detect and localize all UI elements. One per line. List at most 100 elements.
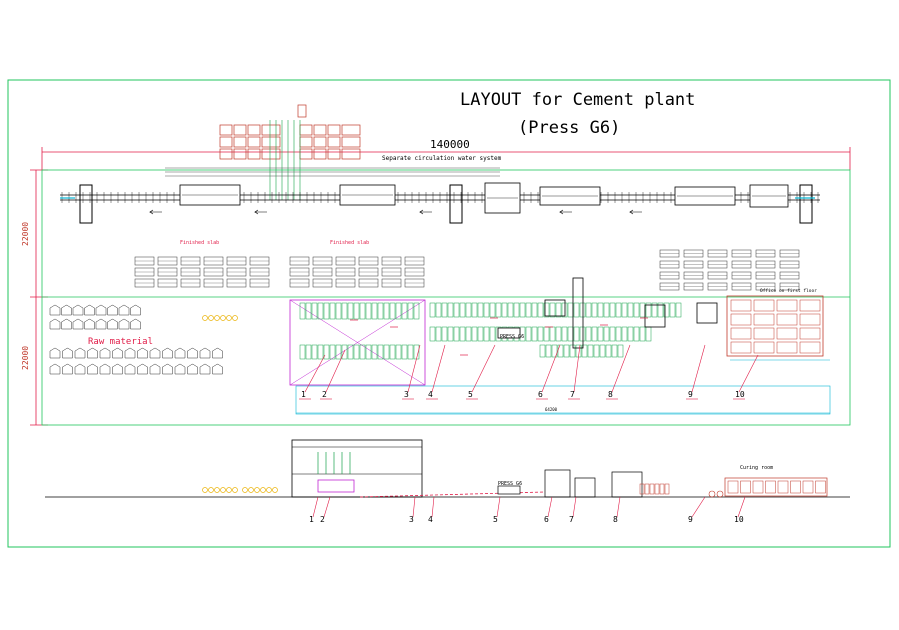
silo [62, 347, 73, 359]
silo [49, 363, 61, 375]
callout-leader [573, 344, 581, 393]
conveyor-cell [401, 302, 408, 320]
conveyor-cell [537, 326, 544, 342]
mixing-tower [291, 439, 423, 498]
office-rack [753, 299, 775, 312]
silo [130, 304, 141, 316]
conveyor-cell [335, 344, 342, 360]
conveyor-cell [413, 302, 420, 320]
office-rack [730, 313, 752, 326]
callout-leader [304, 354, 326, 393]
storage-rack [299, 124, 313, 136]
conveyor-cell [605, 344, 612, 358]
silo [124, 363, 136, 375]
conveyor-cell [633, 302, 640, 318]
support-column [449, 184, 463, 224]
silo [49, 347, 61, 359]
office-rack [730, 299, 752, 312]
conveyor-cell [567, 326, 574, 342]
office-rack [799, 299, 821, 312]
conveyor-cell [389, 302, 396, 320]
callout-leader [431, 496, 435, 518]
callout-leader [496, 496, 501, 518]
water-system: Separate circulation water system [165, 155, 502, 177]
conveyor-cell [621, 326, 628, 342]
storage-rack [313, 124, 327, 136]
mixer-base [317, 479, 355, 493]
conveyor-cell [465, 302, 472, 318]
office-rack [799, 327, 821, 340]
press-plan-view [289, 277, 831, 415]
plan-callout-number: 4 [428, 390, 433, 399]
unloading-unit [644, 304, 666, 328]
conveyor-cell [377, 344, 384, 360]
conveyor-cell [513, 302, 520, 318]
conveyor-cell [317, 302, 324, 320]
rack-elev [659, 483, 665, 495]
office-frame [726, 295, 824, 357]
silo [187, 363, 198, 375]
storage-rack [233, 136, 247, 148]
dimension-height-top: 22000 [21, 222, 30, 246]
storage-rack [341, 136, 361, 148]
conveyor-cell [579, 302, 586, 318]
conveyor-cell [545, 344, 552, 358]
aggregate-coil [220, 315, 226, 321]
office-rack [799, 341, 821, 354]
conveyor-cell [365, 302, 372, 320]
aggregate-coil [272, 487, 278, 493]
conveyor-cell [471, 302, 478, 318]
conveyor-cell [489, 326, 496, 342]
aggregate-coil [232, 487, 238, 493]
conveyor-cell [305, 344, 312, 360]
elevation-callout-number: 5 [493, 515, 498, 524]
silo [112, 363, 123, 375]
conveyor-cell [359, 302, 366, 320]
plan-callout-number: 9 [688, 390, 693, 399]
conveyor-cell [447, 326, 454, 342]
raw-material-label: Raw material [88, 337, 153, 347]
conveyor-cell [651, 302, 658, 318]
curing-chamber [777, 480, 789, 494]
plan-callout-number: 1 [301, 390, 306, 399]
conveyor-cell [347, 302, 354, 320]
hopper [297, 104, 307, 118]
aggregate-coil [220, 487, 226, 493]
conveyor-cell [617, 344, 624, 358]
storage-rack [233, 124, 247, 136]
silo [61, 318, 72, 330]
silo [61, 304, 72, 316]
office-rack [799, 313, 821, 326]
office-rack [753, 327, 775, 340]
plan-callout-number: 2 [322, 390, 327, 399]
conveyor-cell [435, 326, 442, 342]
conveyor-cell [311, 344, 318, 360]
silo [84, 304, 95, 316]
curing-chamber [765, 480, 776, 494]
storage-rack [299, 136, 313, 148]
silo [149, 347, 161, 359]
conveyor-cell [477, 326, 484, 342]
conveyor-cell [341, 344, 348, 360]
support-column [79, 184, 93, 224]
transport-line [359, 491, 546, 498]
conveyor-cell [395, 302, 402, 320]
aggregate-coil [208, 315, 214, 321]
callout-leader [471, 344, 496, 393]
drawing-title: LAYOUT for Cement plant [460, 90, 696, 110]
conveyor-cell [359, 344, 366, 360]
storage-rack [341, 124, 361, 136]
cutting-unit [544, 299, 566, 317]
plan-callout-number: 6 [538, 390, 543, 399]
office-rack [776, 313, 798, 326]
elevation-view [45, 439, 850, 498]
conveyor-cell [329, 344, 336, 360]
conveyor-cell [573, 326, 580, 342]
conveyor-cell [371, 344, 378, 360]
silo [84, 318, 95, 330]
silo [162, 347, 173, 359]
silo [107, 318, 118, 330]
conveyor-cell [563, 344, 570, 358]
